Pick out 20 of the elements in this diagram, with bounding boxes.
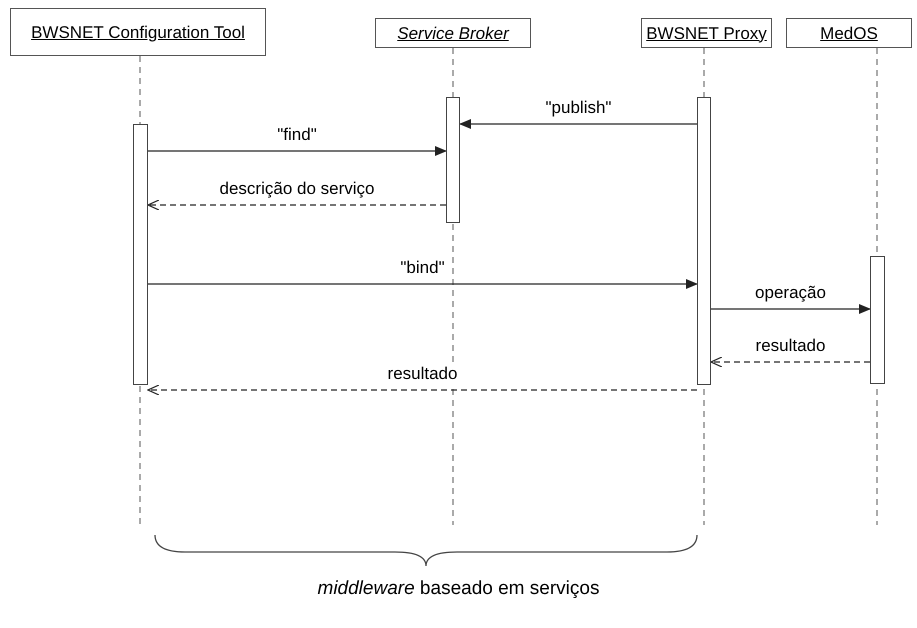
activation-bar: [446, 97, 460, 223]
arrow: [148, 146, 447, 156]
caption: middleware baseado em serviços: [316, 578, 600, 600]
arrow: [459, 119, 697, 129]
lifeline-header: BWSNET Configuration Tool: [10, 8, 266, 56]
lifeline-header: MedOS: [786, 18, 912, 48]
lifeline-header: BWSNET Proxy: [641, 18, 772, 48]
arrow: [710, 356, 870, 368]
activation-bar: [133, 124, 148, 385]
edge-label: resultado: [388, 364, 458, 384]
arrow: [711, 304, 871, 314]
activation-bar: [870, 256, 885, 384]
arrow: [147, 199, 446, 211]
activation-bar: [697, 97, 711, 385]
edge-label: operação: [755, 283, 826, 303]
arrow: [147, 384, 697, 396]
lifeline-header: Service Broker: [375, 18, 531, 48]
arrow: [148, 279, 698, 289]
edge-label: descrição do serviço: [220, 179, 374, 199]
edge-label: "publish": [546, 98, 612, 118]
